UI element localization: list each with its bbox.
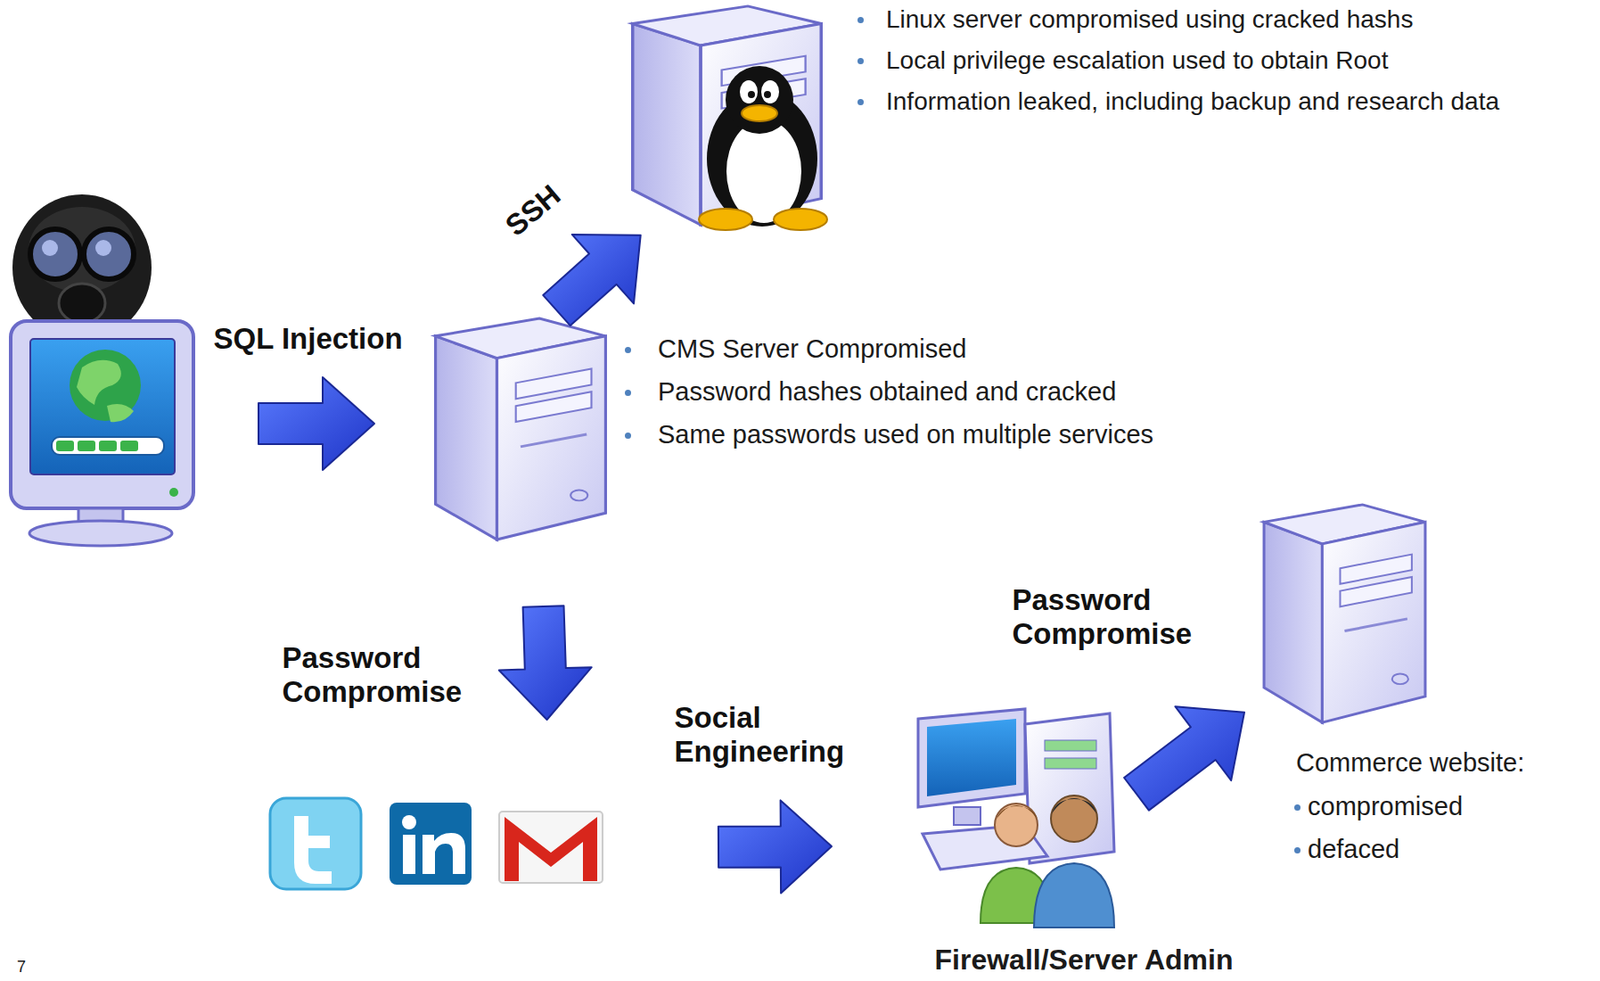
page-number: 7	[16, 957, 26, 977]
hacker-node	[4, 191, 206, 549]
linux-penguin	[698, 65, 828, 230]
node-text: Same passwords used on multiple services	[657, 419, 1154, 450]
node-title: Firewall/Server Admin	[935, 943, 1234, 977]
admin-node: Firewall/Server Admin	[913, 704, 1133, 929]
cms-server	[435, 318, 607, 540]
node-text: compromised	[1307, 791, 1463, 821]
node-text: CMS Server Compromised	[657, 334, 967, 364]
block-arrow	[542, 234, 641, 326]
bullet-dot	[624, 389, 632, 396]
admin-workstation	[918, 708, 1115, 928]
commerce-server	[1263, 504, 1426, 723]
bullet-dot	[1294, 846, 1301, 854]
hacker-figure	[10, 194, 194, 546]
social-accounts-node	[270, 795, 603, 889]
social-icons	[270, 797, 603, 889]
node-text: Local privilege escalation used to obtai…	[886, 46, 1388, 75]
block-arrow	[1124, 705, 1245, 810]
bullet-dot	[624, 432, 632, 439]
bullet-dot	[1294, 804, 1301, 811]
commerce-server-node: Commerce website:compromiseddefaced	[1255, 500, 1435, 727]
block-arrow	[499, 605, 592, 720]
node-text: Information leaked, including backup and…	[886, 87, 1500, 116]
bullet-dot	[857, 16, 864, 24]
bullet-dot	[857, 98, 864, 106]
node-text: Password hashes obtained and cracked	[657, 377, 1116, 407]
edge-label: Social Engineering	[674, 700, 885, 769]
edge-label: SSH	[499, 178, 567, 244]
block-arrow	[258, 377, 375, 470]
node-text: Linux server compromised using cracked h…	[886, 5, 1413, 34]
linux-server-node: Linux server compromised using cracked h…	[622, 1, 832, 230]
node-text: defaced	[1307, 834, 1400, 864]
edge-label: Password Compromise	[282, 640, 493, 709]
bullet-dot	[857, 57, 864, 65]
cms-server-node: CMS Server CompromisedPassword hashes ob…	[426, 313, 616, 544]
block-arrow	[718, 799, 832, 893]
bullet-dot	[624, 346, 632, 353]
node-text: Commerce website:	[1296, 747, 1525, 778]
edge-label: Password Compromise	[1012, 582, 1223, 651]
edge-label: SQL Injection	[213, 321, 424, 356]
